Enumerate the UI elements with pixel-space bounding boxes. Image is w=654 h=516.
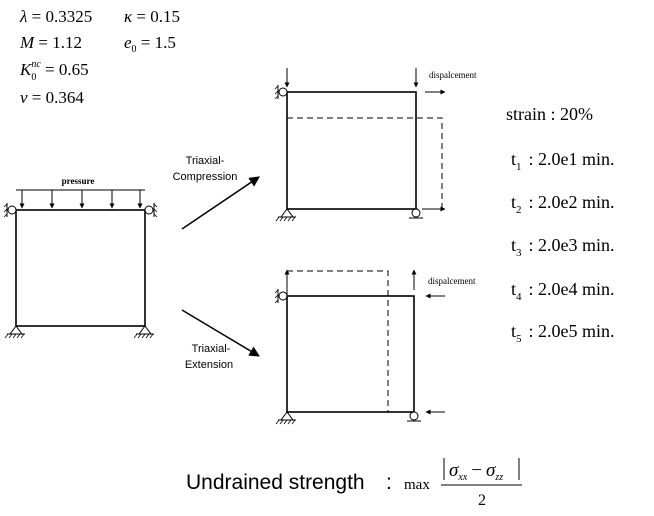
- time-t1: t1: 2.0e1 min.: [511, 149, 615, 173]
- left-bottom-pin: [4, 325, 26, 339]
- formula-denominator: 2: [478, 492, 486, 509]
- compression-label-line2: Compression: [173, 171, 238, 183]
- formula-max: max: [404, 477, 430, 493]
- compression-original-box: [286, 91, 417, 210]
- compression-model: dispalcement: [274, 68, 477, 222]
- strain-label: strain : 20%: [506, 104, 593, 124]
- extension-bottom-left-pin: [275, 411, 297, 425]
- time-t5: t5: 2.0e5 min.: [511, 321, 615, 345]
- compression-label-line1: Triaxial-: [186, 155, 225, 167]
- initial-model: pressure: [3, 176, 158, 339]
- extension-model: dispalcement: [274, 269, 476, 425]
- pressure-label: pressure: [62, 176, 95, 186]
- time-t2: t2: 2.0e2 min.: [511, 192, 615, 216]
- param-kappa: κ = 0.15: [124, 7, 180, 26]
- extension-label-line2: Extension: [185, 359, 233, 371]
- parameter-list: λ = 0.3325 κ = 0.15 M = 1.12 e0 = 1.5 K0…: [19, 7, 180, 107]
- extension-deformed-box: [286, 270, 389, 413]
- compression-bottom-right-roller: [408, 208, 424, 219]
- formula-label: Undrained strength: [186, 471, 365, 494]
- undrained-strength-formula: Undrained strength : max σxx−σzz 2: [186, 458, 522, 509]
- param-k0nc: K0nc = 0.65: [19, 59, 89, 83]
- formula-numerator: σxx−σzz: [449, 460, 503, 483]
- compression-bottom-left-pin: [275, 208, 297, 222]
- compression-top-left-roller: [274, 84, 288, 100]
- param-m: M = 1.12: [19, 33, 82, 52]
- extension-arrow: [181, 309, 260, 357]
- param-lambda: λ = 0.3325: [19, 7, 92, 26]
- time-t4: t4: 2.0e4 min.: [511, 279, 615, 303]
- param-e0: e0 = 1.5: [124, 33, 176, 55]
- loading-schedule: strain : 20% t1: 2.0e1 min. t2: 2.0e2 mi…: [506, 104, 615, 345]
- compression-displacement-label: dispalcement: [429, 70, 477, 80]
- formula-colon: :: [386, 471, 392, 494]
- soil-element: [15, 209, 146, 327]
- compression-arrow: [181, 176, 260, 230]
- compression-deformed-box: [286, 117, 443, 210]
- pressure-arrows: [19, 190, 143, 209]
- extension-displacement-label: dispalcement: [428, 276, 476, 286]
- right-bottom-pin: [133, 325, 155, 339]
- extension-label-line1: Triaxial-: [192, 343, 231, 355]
- param-nu: ν = 0.364: [20, 88, 84, 107]
- extension-original-box: [286, 295, 415, 413]
- time-t3: t3: 2.0e3 min.: [511, 235, 615, 259]
- extension-top-left-roller: [274, 288, 288, 304]
- left-top-roller: [3, 202, 17, 218]
- extension-bottom-right-roller: [406, 411, 422, 422]
- right-top-roller: [144, 202, 158, 218]
